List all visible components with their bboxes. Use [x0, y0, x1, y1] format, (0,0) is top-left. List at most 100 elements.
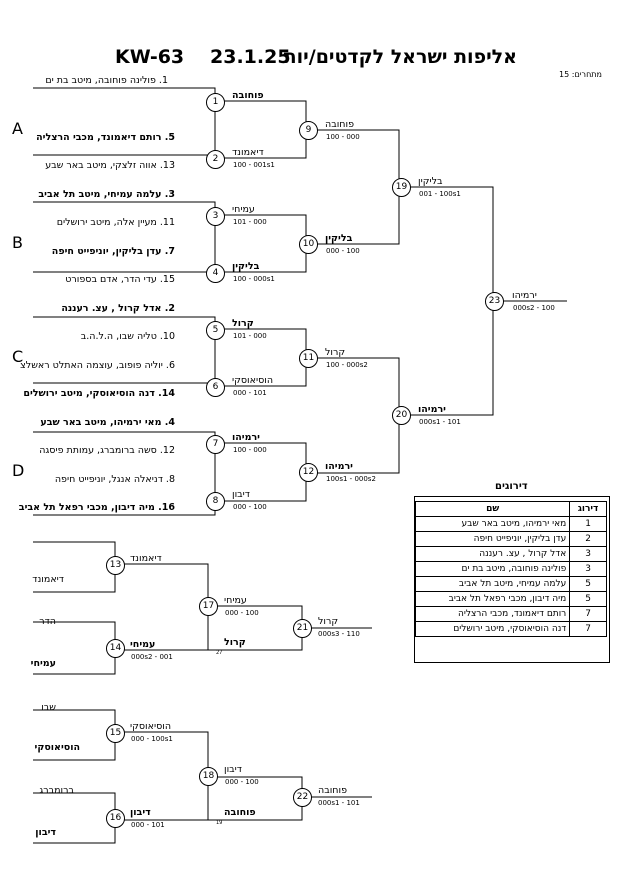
- player-entry: 4. מאי ירמיהו, מיטב באר שבע: [40, 417, 175, 428]
- match-winner: ירמיהו: [232, 432, 260, 443]
- player-entry: דיאמונד: [32, 574, 64, 585]
- match-node: 9: [299, 121, 318, 140]
- player-entry: 3. עלמה עמיחי, מיטב תל אביב: [38, 189, 175, 200]
- ranking-row: מאי ירמיהו, מיטב באר שבע 1: [414, 516, 607, 532]
- ranking-name: מאי ירמיהו, מיטב באר שבע: [414, 516, 571, 532]
- ranking-name: רותם דיאמונד, מכבי הרצליה: [414, 606, 571, 622]
- match-node: 22: [293, 788, 312, 807]
- match-winner: הוסיאוסקי: [232, 375, 274, 386]
- match-winner: פוחובה: [318, 785, 348, 796]
- match-node: 2: [206, 150, 225, 169]
- ranking-name: אדל קרול , עצ. רעננה: [414, 546, 571, 562]
- ranking-rank: 7: [569, 606, 607, 622]
- match-node: 19: [392, 178, 411, 197]
- match-winner: עמיחי: [232, 204, 255, 215]
- player-entry: 13. אווה זלצקי, מיטב באר שבע: [45, 160, 175, 171]
- player-entry: 7. עדן בליקין, יוניפייט חיפה: [51, 246, 175, 257]
- match-score: 000 - 100: [233, 503, 267, 511]
- tournament-date: 23.1.25: [210, 46, 291, 68]
- player-entry: הדר: [39, 616, 56, 627]
- ranking-rank: 5: [569, 576, 607, 592]
- match-node: 6: [206, 378, 225, 397]
- ranking-table: שם דירוג מאי ירמיהו, מיטב באר שבע 1 עדן …: [414, 501, 607, 637]
- match-score: 100 - 001s1: [233, 161, 275, 169]
- ranking-row: רותם דיאמונד, מכבי הרצליה 7: [414, 606, 607, 622]
- player-entry: עמיחי: [30, 658, 56, 669]
- ranking-row: עדן בליקין, יוניפייט חיפה 2: [414, 531, 607, 547]
- ranking-row: מיה דיבון, מכבי רפאל תל אביב 5: [414, 591, 607, 607]
- ranking-name: עדן בליקין, יוניפייט חיפה: [414, 531, 571, 547]
- match-winner: ירמיהו: [418, 404, 446, 415]
- match-winner: בליקין: [325, 233, 353, 244]
- player-entry: 10. טליה שבו, ה.ל.ה.ב: [80, 331, 175, 342]
- ranking-row: אדל קרול , עצ. רעננה 3: [414, 546, 607, 562]
- match-node: 20: [392, 406, 411, 425]
- match-node: 8: [206, 492, 225, 511]
- ranking-rank: 5: [569, 591, 607, 607]
- player-entry: שבו: [41, 702, 56, 713]
- match-score: 000s1 - 101: [318, 799, 360, 807]
- player-entry: הוסיאוסקי: [34, 742, 80, 753]
- match-node: 5: [206, 321, 225, 340]
- group-label-a: A: [12, 119, 23, 138]
- ranking-row: עלמה עמיחי, מיטב תל אביב 5: [414, 576, 607, 592]
- match-winner: הוסיאוסקי: [130, 721, 172, 732]
- ranking-rank: 2: [569, 531, 607, 547]
- match-node: 7: [206, 435, 225, 454]
- player-entry: 8. דניאלה אנגל, יוניפייט חיפה: [54, 474, 175, 485]
- ranking-header-rank: דירוג: [569, 501, 607, 517]
- match-winner: עמיחי: [224, 595, 247, 606]
- match-winner: דיאמונד: [232, 147, 264, 158]
- ranking-name: דנה הוסיאוסקי, מיטב ירושלים: [414, 621, 571, 637]
- ranking-title: דירוגים: [495, 481, 528, 492]
- match-score: 100s1 - 000s2: [326, 475, 376, 483]
- ranking-rank: 7: [569, 621, 607, 637]
- ranking-rank: 3: [569, 546, 607, 562]
- match-score: 000s3 - 110: [318, 630, 360, 638]
- match-winner: קרול: [224, 637, 246, 648]
- match-node: 4: [206, 264, 225, 283]
- player-entry: 6. יוליה פופוב, עוצמה האתלט ראשלצ: [20, 360, 175, 371]
- match-node: 11: [299, 349, 318, 368]
- final-winner: ירמיהו: [512, 290, 537, 301]
- match-score: 000 - 100: [225, 778, 259, 786]
- match-score: 000 - 100s1: [131, 735, 173, 743]
- match-node: 14: [106, 639, 125, 658]
- match-winner: ירמיהו: [325, 461, 353, 472]
- match-node: 15: [106, 724, 125, 743]
- match-winner: קרול: [325, 347, 346, 358]
- player-entry: 11. מעיין אלה, מיטב ירושלים: [56, 217, 175, 228]
- match-score: 000 - 100: [225, 609, 259, 617]
- match-score: 000 - 101: [233, 389, 267, 397]
- match-winner: קרול: [318, 616, 339, 627]
- match-winner: בליקין: [418, 176, 443, 187]
- match-score: 100 - 000: [233, 446, 267, 454]
- ranking-panel: [414, 496, 610, 663]
- match-score: 101 - 000: [233, 218, 267, 226]
- match-node: 23: [485, 292, 504, 311]
- player-entry: 15. עדי הדר, אדם בספורט: [65, 274, 175, 285]
- match-winner: פוחובה: [232, 90, 264, 101]
- match-node: 1: [206, 93, 225, 112]
- group-label-c: C: [12, 347, 24, 366]
- match-winner: קרול: [232, 318, 254, 329]
- match-node: 16: [106, 809, 125, 828]
- match-winner: פוחובה: [325, 119, 355, 130]
- player-entry: דיבון: [35, 827, 56, 838]
- match-score: 100 - 000s1: [233, 275, 275, 283]
- group-label-d: D: [12, 461, 25, 480]
- match-node: 12: [299, 463, 318, 482]
- ranking-name: פולינה פוחובה, מיטב בת ים: [414, 561, 571, 577]
- ranking-rank: 3: [569, 561, 607, 577]
- final-score: 000s2 - 100: [513, 304, 555, 312]
- match-winner: דיבון: [232, 489, 250, 500]
- match-note: 27: [216, 650, 223, 656]
- ranking-name: מיה דיבון, מכבי רפאל תל אביב: [414, 591, 571, 607]
- match-score: 000s1 - 101: [419, 418, 461, 426]
- match-winner: דיאמונד: [130, 553, 162, 564]
- match-score: 100 - 000: [326, 133, 360, 141]
- match-node: 18: [199, 767, 218, 786]
- match-node: 13: [106, 556, 125, 575]
- ranking-row: דנה הוסיאוסקי, מיטב ירושלים 7: [414, 621, 607, 637]
- match-score: 000s2 - 001: [131, 653, 173, 661]
